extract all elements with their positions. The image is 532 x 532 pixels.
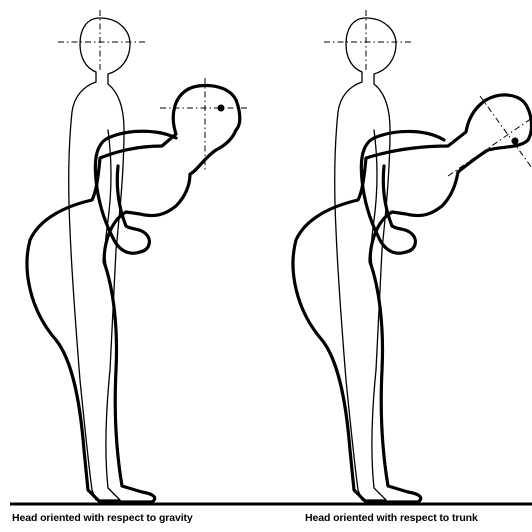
left-figure-group (27, 10, 248, 502)
upright-figure-right (335, 18, 396, 500)
upright-figure-left (69, 18, 130, 500)
tilted-axis-bent-right-b (448, 118, 532, 176)
caption-gravity: Head oriented with respect to gravity (12, 512, 193, 524)
caption-trunk: Head oriented with respect to trunk (305, 512, 478, 524)
bent-figure-left (27, 86, 240, 502)
right-figure-group (293, 10, 532, 502)
bent-figure-right (293, 95, 531, 502)
tilted-axis-bent-right-a (480, 96, 532, 168)
